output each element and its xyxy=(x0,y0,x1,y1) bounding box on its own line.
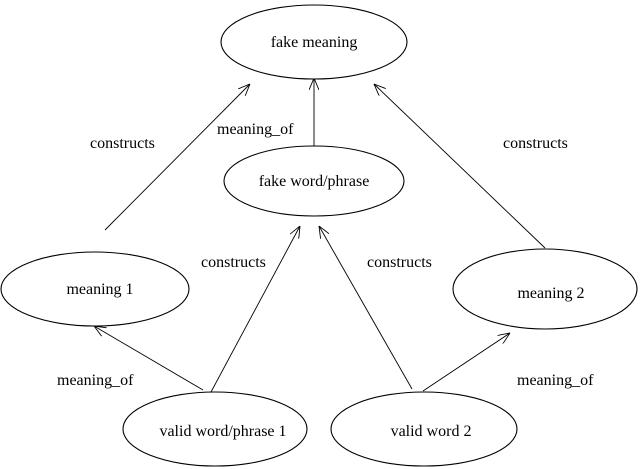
edge-labels: constructs meaning_of constructs constru… xyxy=(57,121,594,389)
edge-valid-word-2-to-fake-word xyxy=(319,226,413,390)
node-fake-meaning-label: fake meaning xyxy=(271,34,358,51)
edge-meaning-1-to-fake-meaning xyxy=(104,84,250,231)
edge-label-valid-word-2-constructs: constructs xyxy=(367,254,432,271)
node-valid-word-phrase-1: valid word/phrase 1 xyxy=(122,391,308,467)
node-meaning-1: meaning 1 xyxy=(0,251,190,327)
edge-label-valid-word-2-meaning-of: meaning_of xyxy=(517,372,594,389)
edge-label-valid-word-1-constructs: constructs xyxy=(201,254,266,271)
edge-valid-word-1-to-meaning-1 xyxy=(94,326,204,391)
node-meaning-2-label: meaning 2 xyxy=(517,285,584,302)
node-fake-word-phrase: fake word/phrase xyxy=(223,145,405,217)
edge-meaning-2-to-fake-meaning xyxy=(374,84,546,249)
edge-label-valid-word-1-meaning-of: meaning_of xyxy=(57,372,134,389)
node-meaning-1-label: meaning 1 xyxy=(66,281,133,298)
edge-label-meaning-2-constructs: constructs xyxy=(503,135,568,152)
node-fake-meaning: fake meaning xyxy=(220,4,408,80)
node-meaning-2: meaning 2 xyxy=(452,248,638,330)
node-valid-word-2: valid word 2 xyxy=(330,391,518,467)
edges xyxy=(94,78,546,393)
node-fake-word-phrase-label: fake word/phrase xyxy=(259,173,370,190)
node-valid-word-phrase-1-label: valid word/phrase 1 xyxy=(159,423,286,440)
edge-valid-word-1-to-fake-word xyxy=(210,226,300,393)
edge-label-meaning-1-constructs: constructs xyxy=(90,135,155,152)
node-valid-word-2-label: valid word 2 xyxy=(391,423,472,440)
edge-valid-word-2-to-meaning-2 xyxy=(422,333,510,392)
edge-label-fake-word-meaning-of: meaning_of xyxy=(217,121,294,138)
